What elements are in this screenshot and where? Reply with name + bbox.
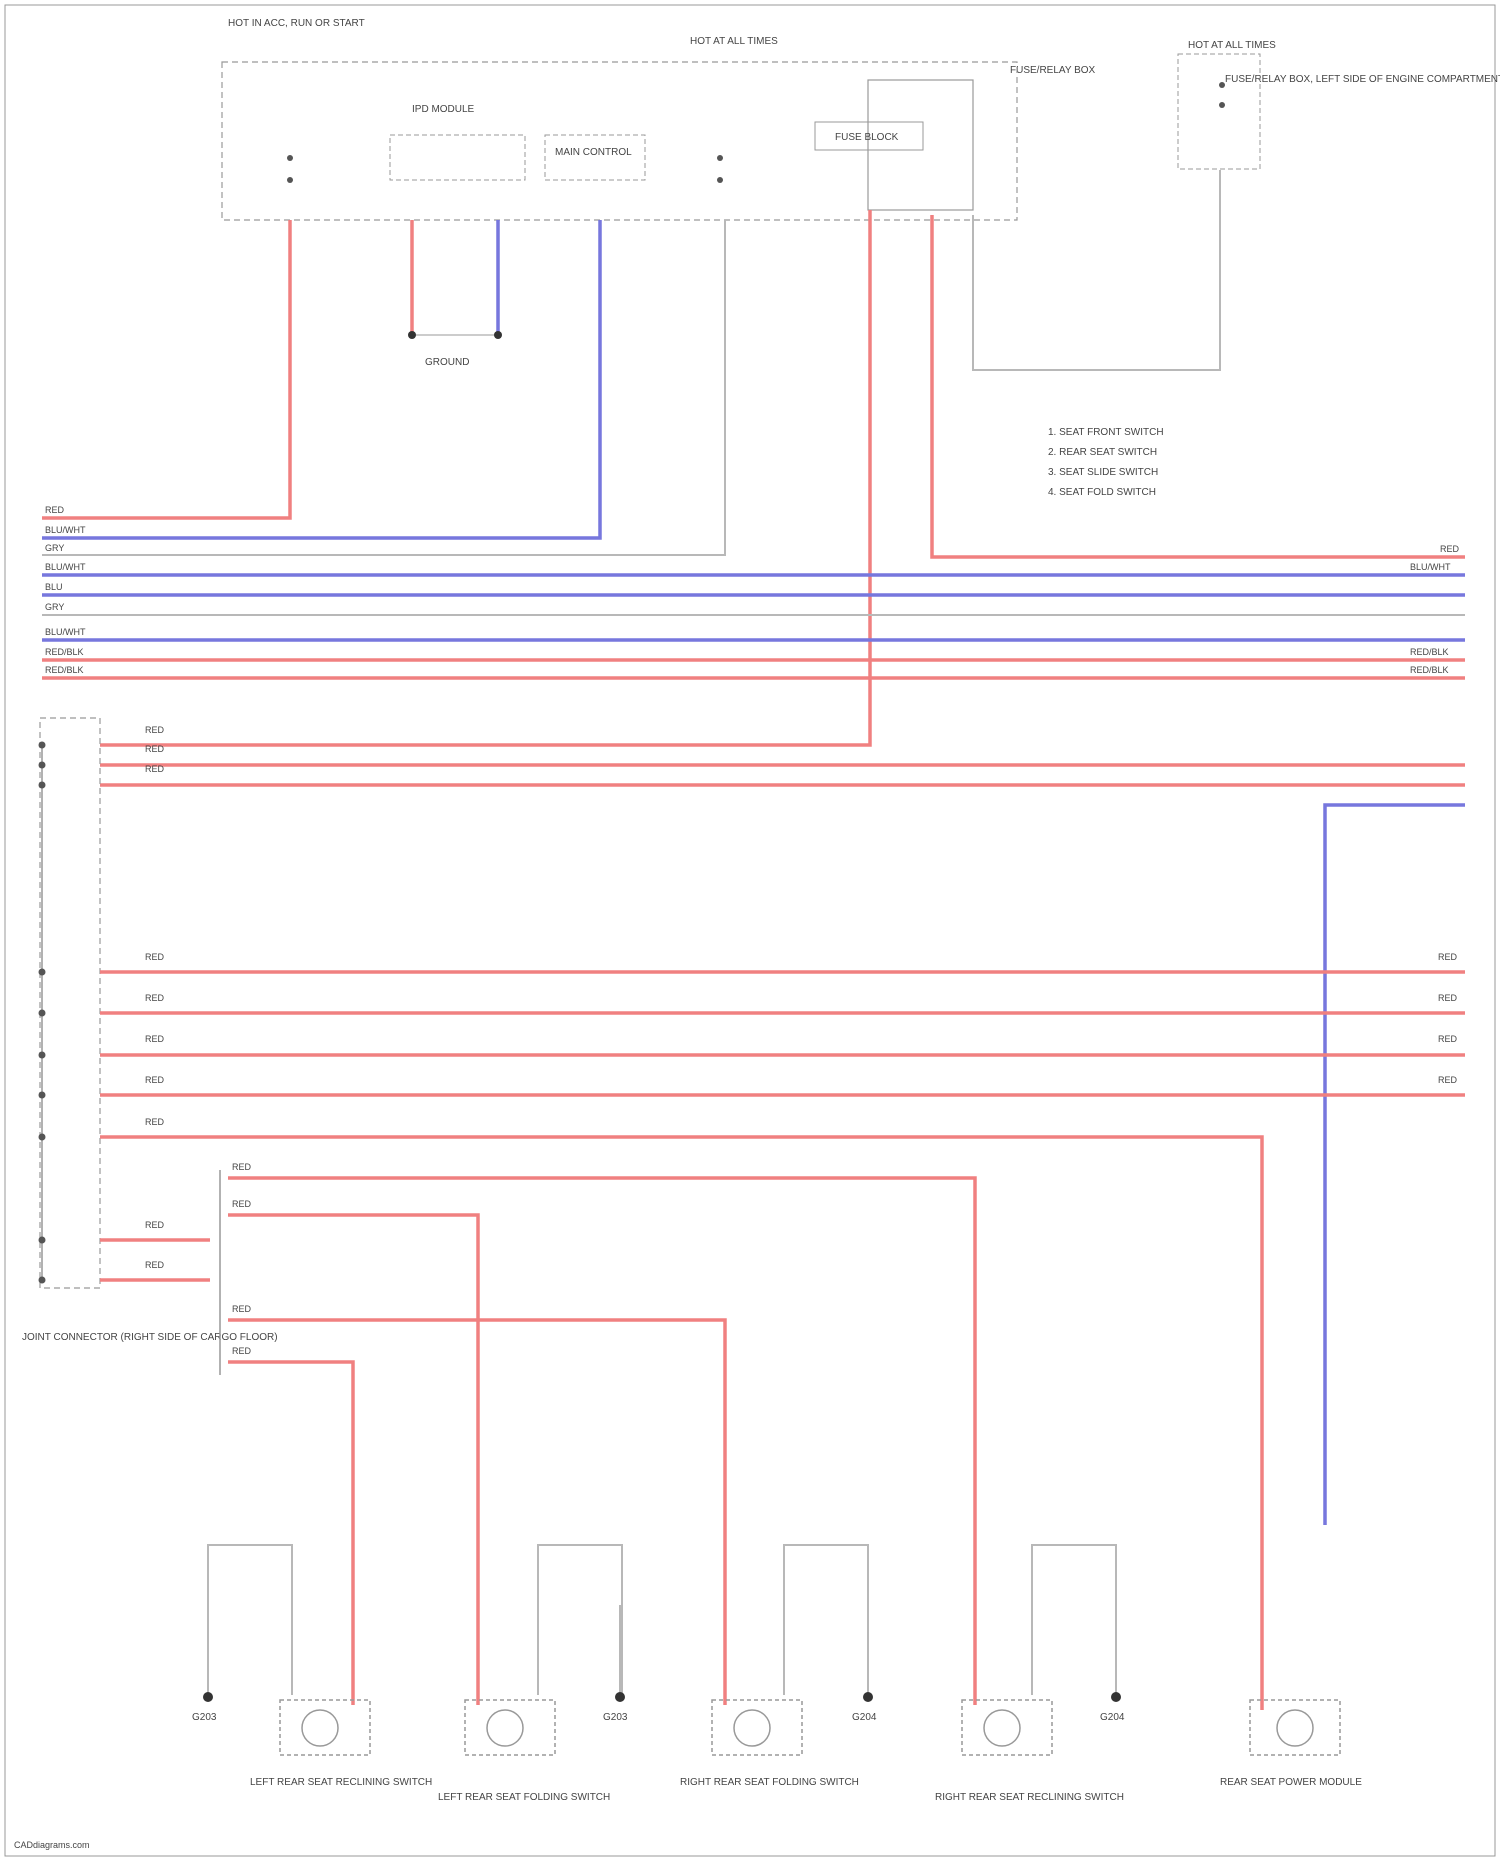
svg-text:RED/BLK: RED/BLK <box>1410 647 1449 657</box>
footer-text: CADdiagrams.com <box>14 1840 90 1850</box>
svg-text:RED: RED <box>232 1304 252 1314</box>
svg-text:GRY: GRY <box>45 602 64 612</box>
splice-2 <box>494 331 502 339</box>
svg-text:RED: RED <box>1438 1075 1458 1085</box>
page-frame <box>5 5 1495 1856</box>
block-mid-title: HOT AT ALL TIMES <box>690 36 778 47</box>
svg-text:BLU: BLU <box>45 582 63 592</box>
svg-text:RED: RED <box>1440 544 1460 554</box>
wire-blu-right-drop <box>1325 805 1465 1525</box>
svg-text:BLU/WHT: BLU/WHT <box>1410 562 1451 572</box>
module-mid-label: MAIN CONTROL <box>555 147 632 158</box>
legend-item-4: 4. SEAT FOLD SWITCH <box>1048 487 1156 498</box>
svg-text:RED/BLK: RED/BLK <box>45 665 84 675</box>
bus-wires <box>42 575 1465 785</box>
component-label-1: LEFT REAR SEAT RECLINING SWITCH <box>250 1777 432 1788</box>
svg-text:RED: RED <box>145 1220 165 1230</box>
svg-text:RED: RED <box>1438 952 1458 962</box>
module-left-box <box>390 135 525 180</box>
ground-label-3: G204 <box>852 1712 877 1723</box>
svg-text:RED: RED <box>145 952 165 962</box>
far-right-note: FUSE/RELAY BOX, LEFT SIDE OF ENGINE COMP… <box>1225 74 1500 85</box>
wire-blu-top-2 <box>42 220 600 538</box>
svg-text:RED: RED <box>145 744 165 754</box>
legend: 1. SEAT FRONT SWITCH 2. REAR SEAT SWITCH… <box>1048 427 1164 498</box>
svg-text:RED: RED <box>232 1199 252 1209</box>
svg-text:RED/BLK: RED/BLK <box>45 647 84 657</box>
component-label-4: RIGHT REAR SEAT RECLINING SWITCH <box>935 1792 1124 1803</box>
joint-connector-label: JOINT CONNECTOR (RIGHT SIDE OF CARGO FLO… <box>22 1332 278 1343</box>
relay-box <box>868 80 973 210</box>
joint-red-wires <box>100 972 1465 1710</box>
block-left-title: HOT IN ACC, RUN OR START <box>228 18 365 29</box>
module-right-label: FUSE BLOCK <box>835 132 899 143</box>
component-label-2: LEFT REAR SEAT FOLDING SWITCH <box>438 1792 610 1803</box>
svg-text:RED: RED <box>45 505 65 515</box>
splice-1 <box>408 331 416 339</box>
svg-text:RED/BLK: RED/BLK <box>1410 665 1449 675</box>
component-label-5: REAR SEAT POWER MODULE <box>1220 1777 1362 1788</box>
svg-text:RED: RED <box>145 764 165 774</box>
bottom-gray-loops <box>208 1545 1116 1695</box>
ground-label-top: GROUND <box>425 357 469 368</box>
wire-red-top-1 <box>42 220 290 518</box>
far-right-relay-box <box>1178 54 1260 169</box>
bus-labels: RED BLU/WHT GRY BLU/WHT BLU GRY BLU/WHT … <box>45 505 1460 675</box>
svg-text:RED: RED <box>1438 1034 1458 1044</box>
svg-text:RED: RED <box>145 1117 165 1127</box>
svg-text:RED: RED <box>145 1075 165 1085</box>
joint-connector-box <box>40 718 100 1288</box>
module-left-label: IPD MODULE <box>412 104 475 115</box>
svg-text:BLU/WHT: BLU/WHT <box>45 525 86 535</box>
svg-text:BLU/WHT: BLU/WHT <box>45 627 86 637</box>
block-far-title: HOT AT ALL TIMES <box>1188 40 1276 51</box>
legend-item-3: 3. SEAT SLIDE SWITCH <box>1048 467 1158 478</box>
wire-gry-top-1 <box>42 220 725 555</box>
svg-text:BLU/WHT: BLU/WHT <box>45 562 86 572</box>
ground-label-1: G203 <box>192 1712 217 1723</box>
svg-text:RED: RED <box>145 1260 165 1270</box>
svg-text:GRY: GRY <box>45 543 64 553</box>
svg-text:RED: RED <box>1438 993 1458 1003</box>
block-right-title: FUSE/RELAY BOX <box>1010 65 1096 76</box>
svg-text:RED: RED <box>232 1346 252 1356</box>
switch-symbols <box>280 1700 1340 1755</box>
svg-text:RED: RED <box>145 993 165 1003</box>
secondary-red-wires <box>228 1178 975 1705</box>
svg-text:RED: RED <box>145 1034 165 1044</box>
ground-label-2: G203 <box>603 1712 628 1723</box>
svg-text:RED: RED <box>232 1162 252 1172</box>
secondary-wire-labels: RED RED RED RED <box>232 1162 252 1356</box>
component-label-3: RIGHT REAR SEAT FOLDING SWITCH <box>680 1777 859 1788</box>
legend-item-1: 1. SEAT FRONT SWITCH <box>1048 427 1164 438</box>
fuse-symbols <box>287 82 1225 183</box>
svg-text:RED: RED <box>145 725 165 735</box>
ground-label-4: G204 <box>1100 1712 1125 1723</box>
wire-red-top-4 <box>932 215 1465 557</box>
wire-red-top-3 <box>100 210 870 745</box>
wire-gry-top-2 <box>973 170 1220 370</box>
legend-item-2: 2. REAR SEAT SWITCH <box>1048 447 1157 458</box>
